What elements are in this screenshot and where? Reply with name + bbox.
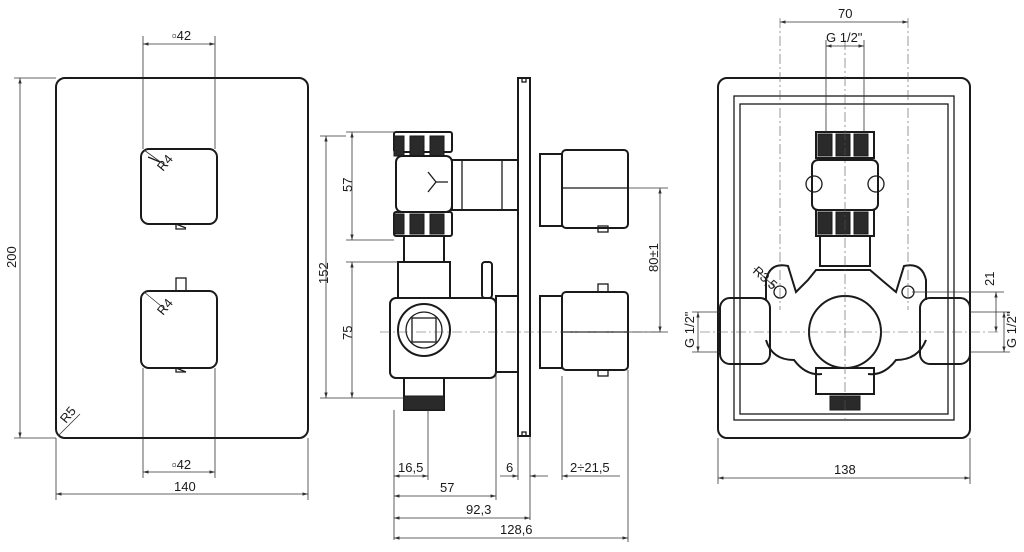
dim-2-21-5: 2÷21,5 bbox=[570, 460, 610, 475]
dim-128-6: 128,6 bbox=[500, 522, 533, 537]
side-upper-valve bbox=[393, 131, 519, 263]
dim-height-200: 200 bbox=[4, 246, 19, 268]
back-view: 70 G 1/2" G 1/2" G 1/2" 21 R3,5 138 bbox=[682, 6, 1019, 484]
dim-width-140: 140 bbox=[174, 479, 196, 494]
dim-21: 21 bbox=[982, 272, 997, 286]
radius-r4-top: R4 bbox=[154, 152, 176, 174]
dim-57-vertical: 57 bbox=[340, 178, 355, 192]
dim-sq-top: ▫42 bbox=[172, 28, 191, 43]
back-central-body bbox=[719, 264, 971, 411]
dim-138: 138 bbox=[834, 462, 856, 477]
dim-g-left: G 1/2" bbox=[682, 311, 697, 348]
radius-r4-bottom: R4 bbox=[154, 296, 176, 318]
front-plate bbox=[55, 77, 309, 439]
dim-70: 70 bbox=[838, 6, 852, 21]
dim-g-top: G 1/2" bbox=[826, 30, 863, 45]
radius-r5-plate: R5 bbox=[57, 404, 79, 426]
dim-sq-bottom: ▫42 bbox=[172, 457, 191, 472]
side-view: 57 152 75 80±1 16,5 6 2÷21,5 57 92,3 128 bbox=[316, 77, 668, 542]
back-top-connector bbox=[805, 131, 885, 267]
back-frame-outer bbox=[717, 77, 971, 439]
side-bottom-handle bbox=[539, 283, 629, 377]
dim-g-right: G 1/2" bbox=[1004, 311, 1019, 348]
dim-75: 75 bbox=[340, 326, 355, 340]
dim-92-3: 92,3 bbox=[466, 502, 491, 517]
dim-6: 6 bbox=[506, 460, 513, 475]
dim-152: 152 bbox=[316, 262, 331, 284]
back-frame-inner bbox=[733, 95, 955, 421]
front-view: ▫42 ▫42 140 200 R4 R4 R5 bbox=[4, 28, 309, 500]
dim-80: 80±1 bbox=[646, 243, 661, 272]
side-top-handle bbox=[539, 149, 629, 233]
top-handle bbox=[140, 148, 218, 230]
bottom-handle bbox=[140, 277, 218, 373]
side-cover-plate bbox=[517, 77, 531, 437]
dim-16-5: 16,5 bbox=[398, 460, 423, 475]
dim-57-horizontal: 57 bbox=[440, 480, 454, 495]
side-lower-body bbox=[380, 261, 660, 411]
